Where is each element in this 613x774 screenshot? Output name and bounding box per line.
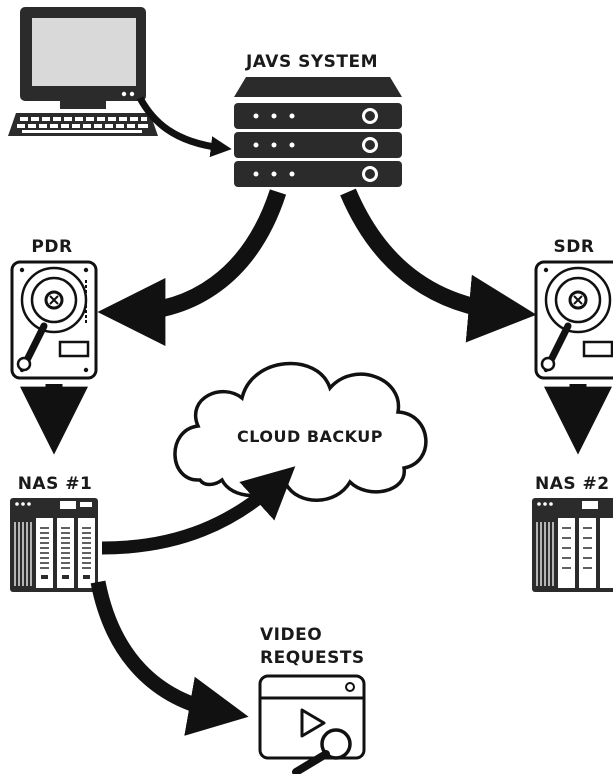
arrow-nas-1-to-cloud [101,466,296,555]
arrow-system-to-sdr [340,188,537,343]
pdr-hard-drive-icon [10,260,98,380]
arrow-system-to-pdr [97,189,287,346]
sdr-hard-drive-icon [534,260,613,380]
label-cloud-backup: CLOUD BACKUP [237,427,383,446]
arrow-nas-1-to-video [90,580,249,736]
label-nas-1: NAS #1 [18,474,93,494]
label-javs-system: JAVS SYSTEM [245,52,378,72]
label-video: VIDEO [260,625,322,645]
arrow-computer-to-system [136,96,232,158]
nas-2-icon [532,498,613,592]
label-pdr: PDR [31,237,72,257]
computer-icon [8,7,158,136]
label-sdr: SDR [554,237,595,257]
nas-1-icon [10,498,98,592]
server-icon [234,77,402,187]
label-nas-2: NAS #2 [535,474,610,494]
magnifier-icon [292,728,352,774]
label-requests: REQUESTS [260,648,365,668]
